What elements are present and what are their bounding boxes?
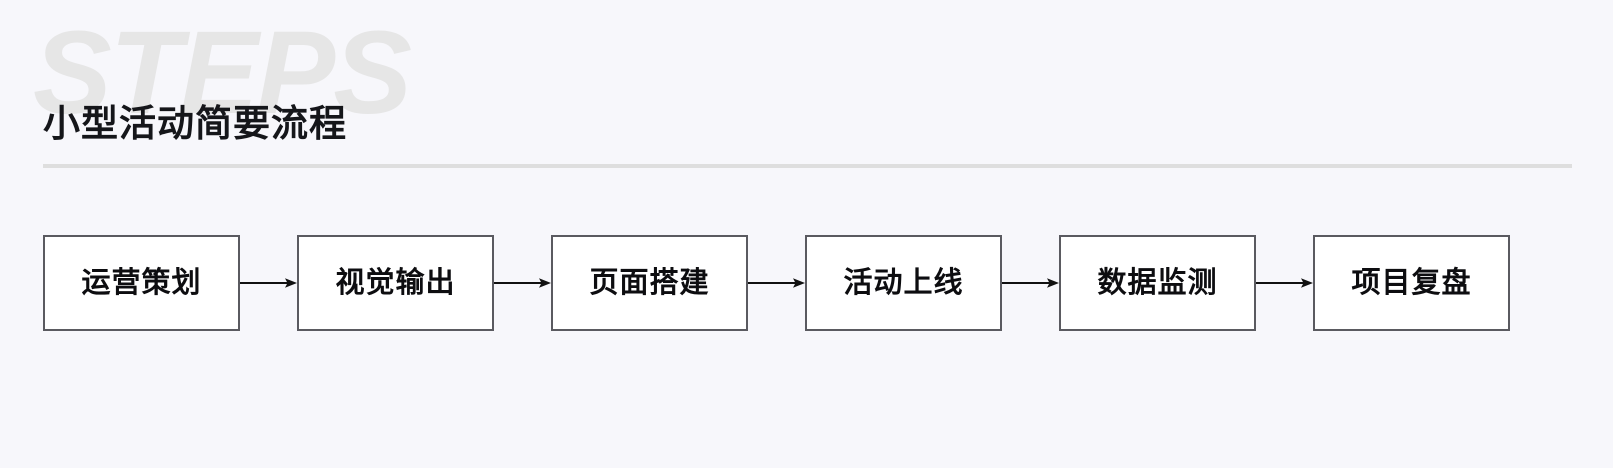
- arrow-right-icon: [1256, 235, 1313, 331]
- flow-node-label: 活动上线: [843, 266, 964, 299]
- flow-node[interactable]: 数据监测: [1059, 235, 1256, 331]
- flow-node-label: 运营策划: [81, 266, 202, 299]
- header-divider: [43, 164, 1572, 168]
- page-header: STEPS 小型活动简要流程: [0, 0, 1613, 170]
- arrow-right-icon: [240, 235, 297, 331]
- flow-node[interactable]: 运营策划: [43, 235, 240, 331]
- arrow-right-icon: [1002, 235, 1059, 331]
- page-title: 小型活动简要流程: [43, 102, 347, 144]
- flow-node[interactable]: 活动上线: [805, 235, 1002, 331]
- flow-node-label: 项目复盘: [1351, 266, 1472, 299]
- flow-node-label: 视觉输出: [335, 266, 456, 299]
- process-flow-diagram: 运营策划 视觉输出 页面搭建 活动上线 数据监测 项目复盘: [43, 234, 1510, 332]
- arrow-right-icon: [494, 235, 551, 331]
- flow-node-label: 页面搭建: [589, 266, 710, 299]
- flow-node[interactable]: 页面搭建: [551, 235, 748, 331]
- steps-watermark-text: STEPS: [33, 7, 412, 139]
- flow-node[interactable]: 项目复盘: [1313, 235, 1510, 331]
- arrow-right-icon: [748, 235, 805, 331]
- flow-node-label: 数据监测: [1097, 266, 1218, 299]
- flow-node[interactable]: 视觉输出: [297, 235, 494, 331]
